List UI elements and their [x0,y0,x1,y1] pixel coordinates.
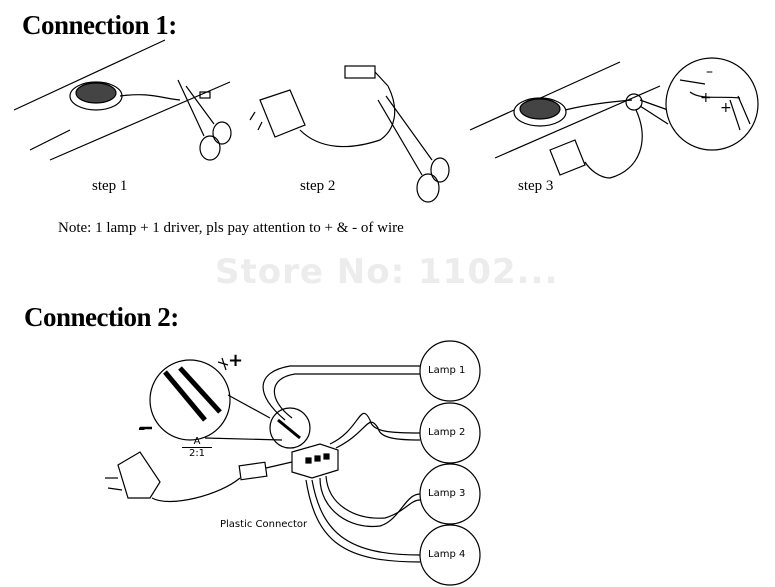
connection-1-title: Connection 1: [22,10,177,40]
watermark: Store No: 1102... [215,252,559,292]
lamps [419,340,481,586]
scale-ratio-numerator: A [182,436,212,448]
lamp-2-icon [419,402,481,464]
plus-sign: + [228,350,244,371]
step-2-label: step 2 [300,178,336,194]
scale-ratio-denominator: 2:1 [188,448,206,459]
minus-sign: - [138,418,146,439]
lamp-2-label: Lamp 2 [428,427,466,438]
step-3-label: step 3 [518,178,554,194]
step3-plus-2: + [720,100,732,116]
lamp-4-label: Lamp 4 [428,549,466,560]
step1-illustration [13,39,232,161]
connection-1-note: Note: 1 lamp + 1 driver, pls pay attenti… [58,220,404,236]
plastic-connector-label: Plastic Connector [220,519,308,530]
lamp-1-icon [419,340,481,402]
power-adapter [105,451,293,502]
scale-ratio: A 2:1 [182,436,212,459]
connector-zoom-circle [269,407,311,449]
step3-illustration [469,57,759,179]
lamp-3-label: Lamp 3 [428,488,466,499]
connection2-magnifier [140,357,283,441]
step2-illustration [249,65,450,203]
step-1-label: step 1 [92,178,128,194]
lamp-4-icon [419,524,481,586]
lamp-3-icon [419,463,481,525]
step3-plus-1: + [700,90,712,106]
plastic-connector [291,443,339,479]
lamp-wires [262,365,421,563]
connection-2-title: Connection 2: [24,302,179,332]
lamp-1-label: Lamp 1 [428,365,466,376]
step3-minus: – [706,64,713,80]
